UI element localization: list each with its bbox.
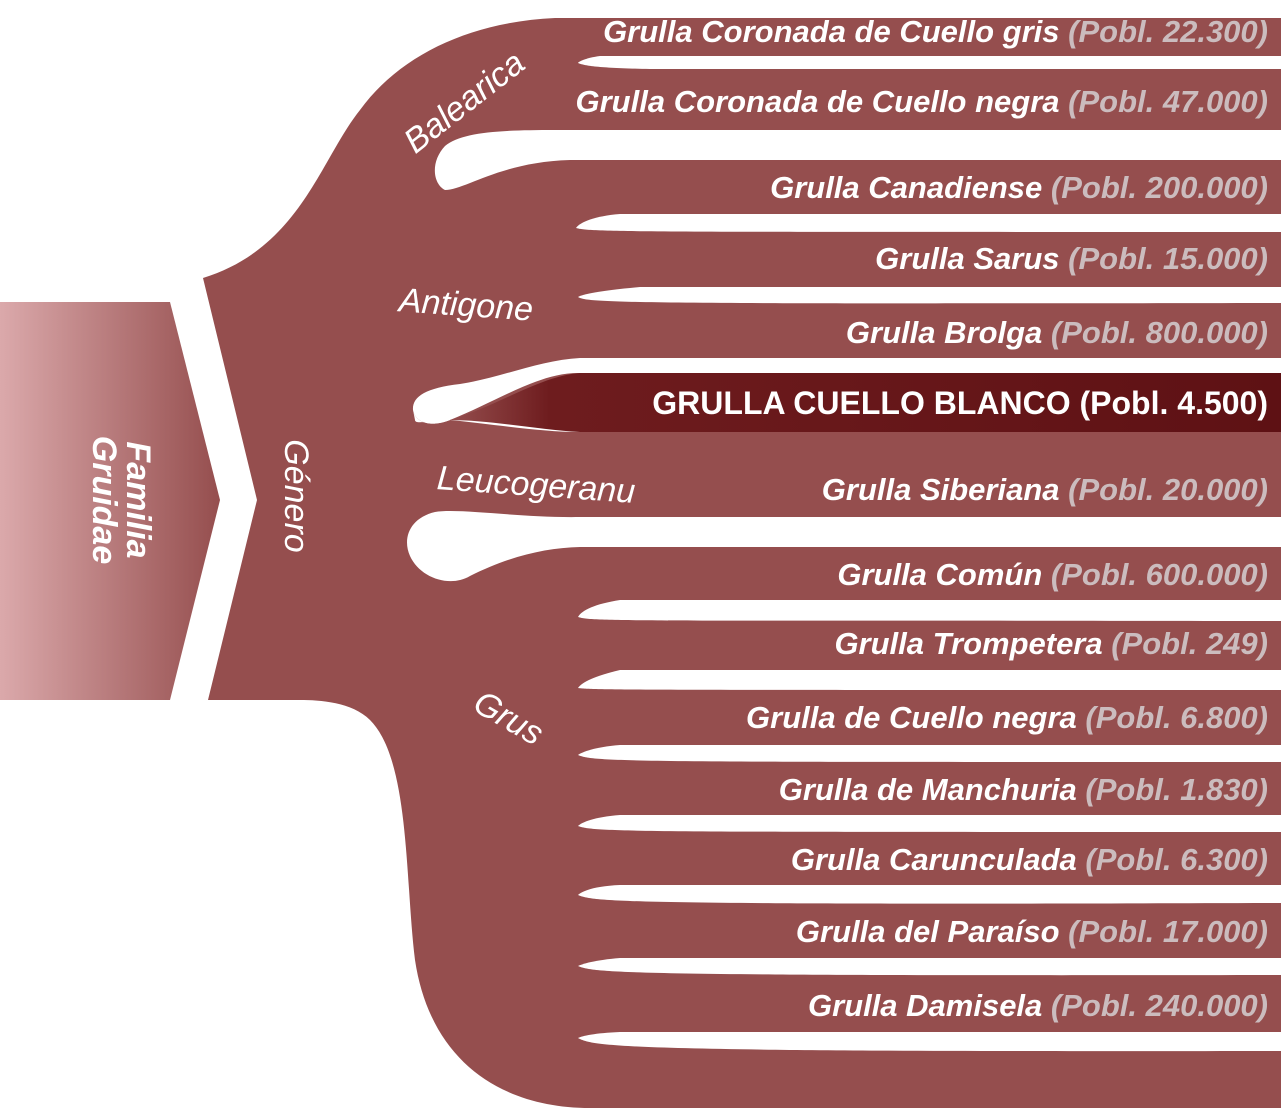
species-population: (Pobl. 15.000) — [1068, 241, 1268, 276]
species-label: Grulla Coronada de Cuello negra (Pobl. 4… — [576, 84, 1269, 119]
species-name: Grulla Carunculada — [791, 842, 1086, 877]
species-label-highlight: GRULLA CUELLO BLANCO (Pobl. 4.500) — [652, 385, 1268, 421]
species-population: (Pobl. 17.000) — [1068, 914, 1268, 949]
family-label-line2: Gruidae — [85, 436, 123, 564]
species-labels: Grulla Coronada de Cuello gris (Pobl. 22… — [576, 14, 1269, 1023]
species-population: (Pobl. 6.800) — [1085, 700, 1268, 735]
branch-gap — [407, 511, 1281, 582]
species-label: Grulla Trompetera (Pobl. 249) — [834, 626, 1268, 661]
species-population: (Pobl. 4.500) — [1080, 385, 1269, 421]
family-label-line1: Familia — [119, 441, 157, 558]
species-name: Grulla Siberiana — [822, 472, 1068, 507]
branch-gap — [412, 358, 1281, 424]
species-name: Grulla Brolga — [846, 315, 1051, 350]
species-label: Grulla del Paraíso (Pobl. 17.000) — [796, 914, 1268, 949]
species-separators — [576, 56, 1281, 1052]
species-population: (Pobl. 240.000) — [1051, 988, 1268, 1023]
branch-gap — [434, 130, 1281, 190]
species-label: Grulla Damisela (Pobl. 240.000) — [808, 988, 1268, 1023]
species-label: Grulla Siberiana (Pobl. 20.000) — [822, 472, 1268, 507]
species-name: Grulla Canadiense — [770, 170, 1051, 205]
species-label: Grulla Común (Pobl. 600.000) — [837, 557, 1268, 592]
species-name: Grulla Común — [837, 557, 1051, 592]
genus-label: Género — [277, 439, 315, 552]
species-label: Grulla de Cuello negra (Pobl. 6.800) — [746, 700, 1268, 735]
species-label: Grulla Carunculada (Pobl. 6.300) — [791, 842, 1268, 877]
species-population: (Pobl. 800.000) — [1051, 315, 1268, 350]
genus-antigone: Antigone — [396, 281, 535, 328]
species-name: Grulla Trompetera — [834, 626, 1111, 661]
highlight-branch — [450, 373, 1281, 432]
species-label: Grulla Coronada de Cuello gris (Pobl. 22… — [603, 14, 1268, 49]
species-name: Grulla Coronada de Cuello gris — [603, 14, 1068, 49]
species-label: Grulla Canadiense (Pobl. 200.000) — [770, 170, 1268, 205]
species-population: (Pobl. 1.830) — [1085, 772, 1268, 807]
species-population: (Pobl. 200.000) — [1051, 170, 1268, 205]
species-label: Grulla Sarus (Pobl. 15.000) — [875, 241, 1268, 276]
species-label: Grulla Brolga (Pobl. 800.000) — [846, 315, 1268, 350]
species-name: Grulla Damisela — [808, 988, 1051, 1023]
species-name: GRULLA CUELLO BLANCO — [652, 385, 1079, 421]
species-name: Grulla del Paraíso — [796, 914, 1068, 949]
species-name: Grulla Sarus — [875, 241, 1068, 276]
species-name: Grulla Coronada de Cuello negra — [576, 84, 1069, 119]
species-population: (Pobl. 20.000) — [1068, 472, 1268, 507]
species-population: (Pobl. 47.000) — [1068, 84, 1268, 119]
species-population: (Pobl. 6.300) — [1085, 842, 1268, 877]
species-label: Grulla de Manchuria (Pobl. 1.830) — [779, 772, 1268, 807]
species-population: (Pobl. 249) — [1111, 626, 1268, 661]
species-name: Grulla de Manchuria — [779, 772, 1086, 807]
species-population: (Pobl. 22.300) — [1068, 14, 1268, 49]
family-block — [0, 302, 220, 700]
species-population: (Pobl. 600.000) — [1051, 557, 1268, 592]
family-label: Familia Gruidae — [85, 436, 157, 564]
species-name: Grulla de Cuello negra — [746, 700, 1085, 735]
